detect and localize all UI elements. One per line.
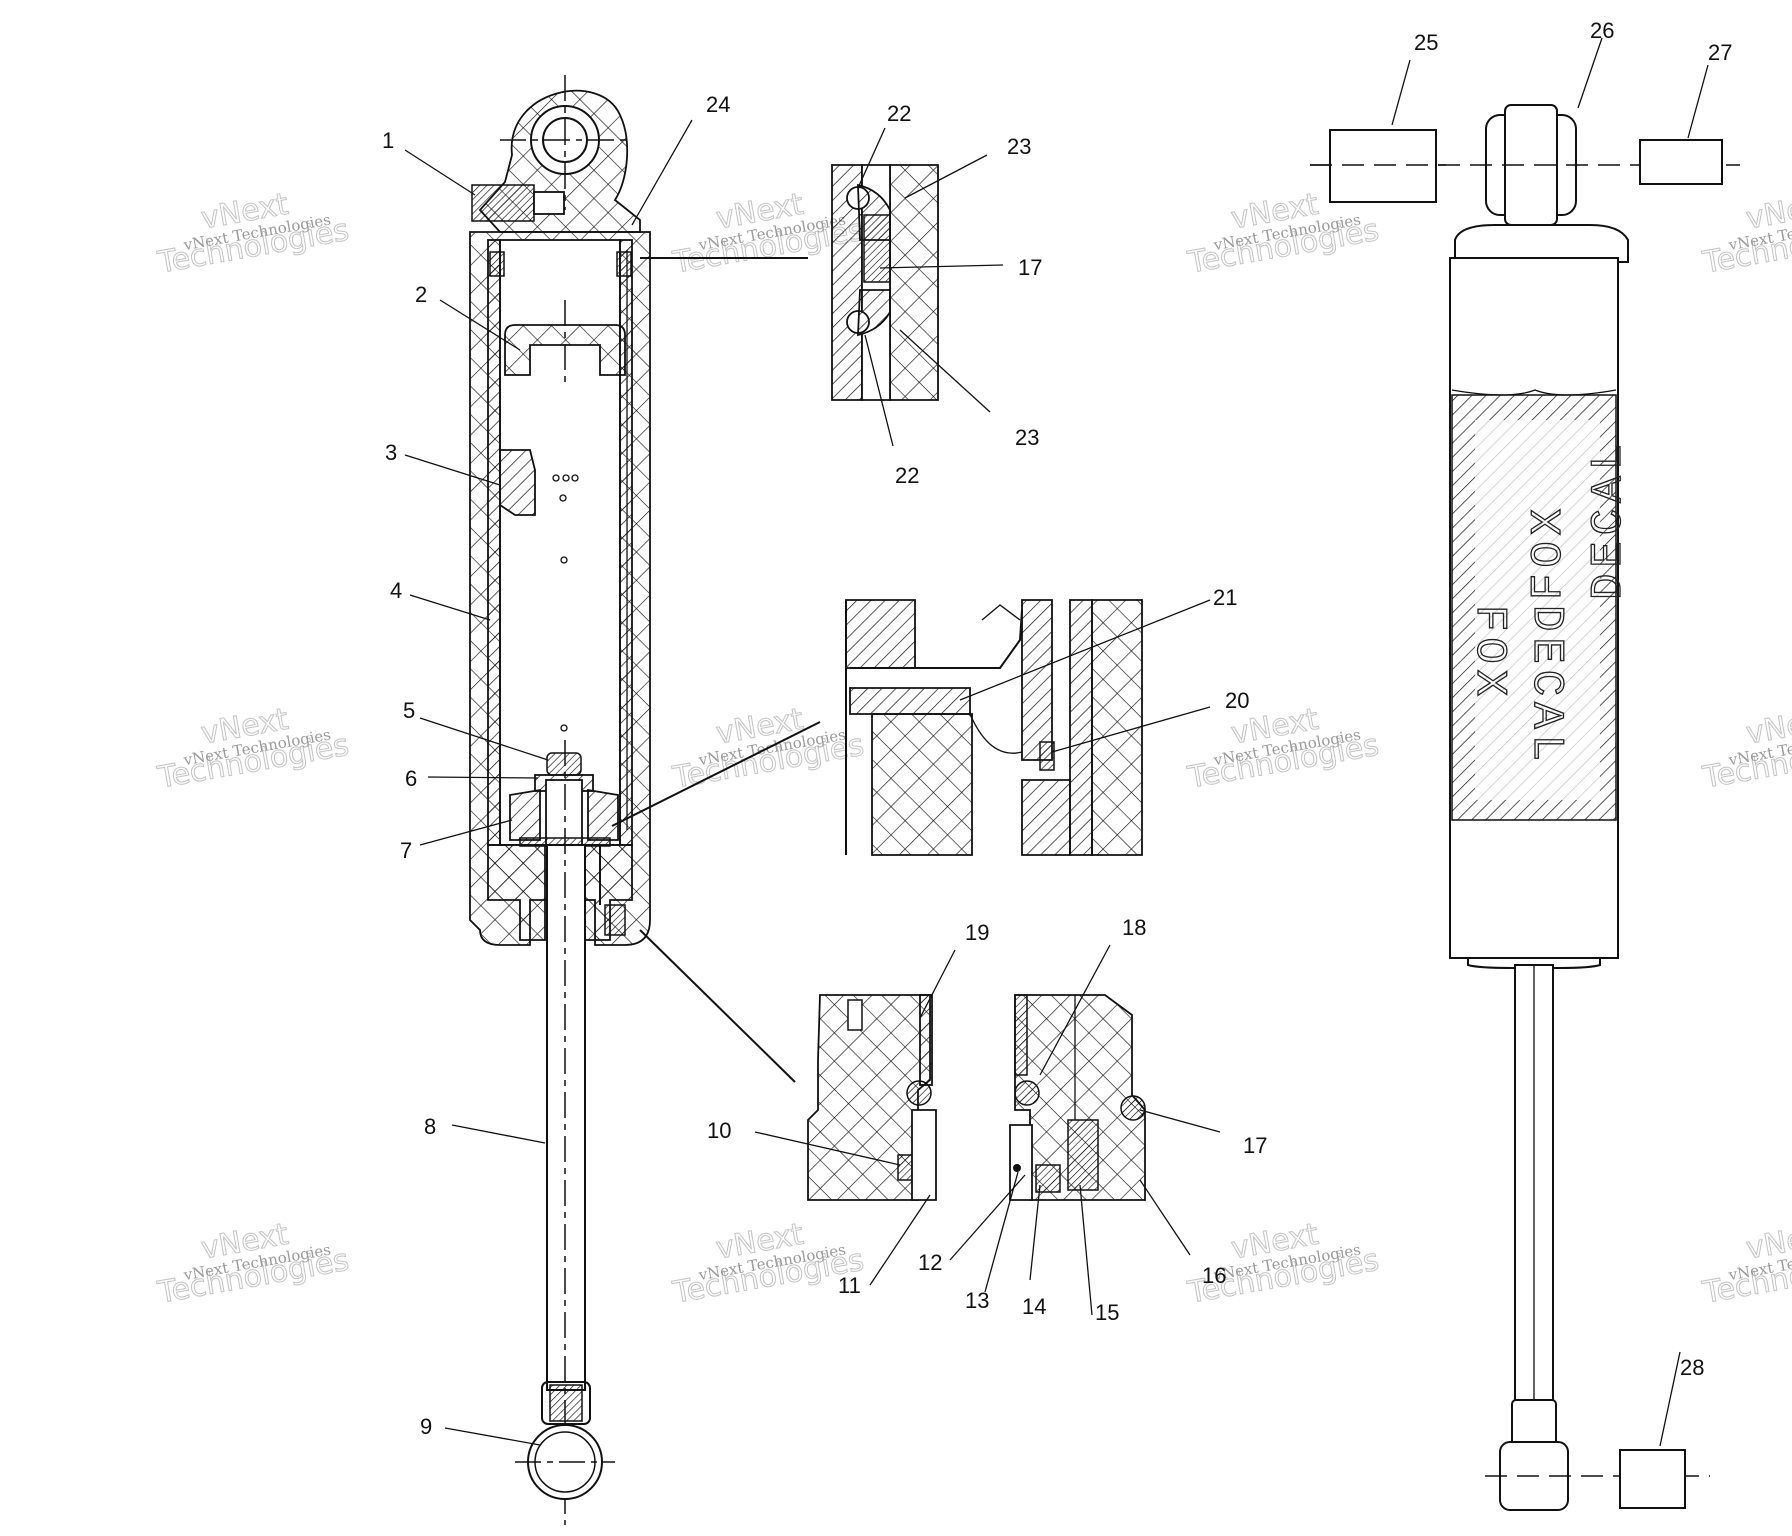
- callout-13: 13: [965, 1288, 989, 1313]
- detail-top-seal: [640, 164, 939, 401]
- callout-14: 14: [1022, 1294, 1046, 1319]
- shaft-thread: [549, 1384, 583, 1422]
- callout-11: 11: [838, 1273, 861, 1298]
- callout-8: 8: [424, 1114, 436, 1139]
- callout-17b: 17: [1243, 1133, 1267, 1158]
- bushing-25: [1329, 129, 1437, 203]
- detail-piston-cutaway: [611, 599, 1143, 856]
- leader-lines: [404, 37, 1709, 1447]
- callout-19: 19: [965, 920, 989, 945]
- callout-6: 6: [405, 766, 417, 791]
- detail-seal-head: [639, 929, 1146, 1201]
- bushing-27: [1639, 139, 1723, 185]
- callout-26: 26: [1590, 18, 1614, 43]
- floating-piston: [504, 324, 626, 376]
- callout-9: 9: [420, 1414, 432, 1439]
- callout-labels: 1 2 3 4 5 6 7 8 9 10 11 12 13 14 15 16 1…: [382, 18, 1732, 1439]
- callout-22b: 22: [895, 463, 919, 488]
- piston-shaft: [546, 844, 586, 1391]
- piston-nut: [546, 752, 582, 776]
- callout-25: 25: [1414, 30, 1438, 55]
- callout-1: 1: [382, 128, 394, 153]
- piston: [509, 788, 619, 841]
- callout-21: 21: [1213, 585, 1237, 610]
- decal-text-upright-1: FOX: [1524, 503, 1574, 600]
- bleed-screw: [471, 184, 535, 222]
- callout-2: 2: [415, 282, 427, 307]
- callout-27: 27: [1708, 40, 1732, 65]
- callout-3: 3: [385, 440, 397, 465]
- callout-12: 12: [918, 1250, 942, 1275]
- callout-17a: 17: [1018, 255, 1042, 280]
- callout-4: 4: [390, 578, 402, 603]
- callout-23b: 23: [1015, 425, 1039, 450]
- decal-text-rotated-1: FOX: [1464, 605, 1514, 702]
- bushing-28: [1619, 1449, 1686, 1509]
- callout-18: 18: [1122, 915, 1146, 940]
- callout-24: 24: [706, 92, 730, 117]
- decal-text-upright-2: DECAL: [1584, 438, 1634, 600]
- callout-10: 10: [707, 1118, 731, 1143]
- callout-22a: 22: [887, 101, 911, 126]
- callout-15: 15: [1095, 1300, 1119, 1325]
- callout-5: 5: [403, 698, 415, 723]
- callout-16: 16: [1202, 1263, 1226, 1288]
- decal-text-rotated-2: DECAL: [1521, 605, 1571, 767]
- callout-7: 7: [400, 838, 412, 863]
- seal-head: [487, 844, 546, 941]
- callout-28: 28: [1680, 1355, 1704, 1380]
- shock-cross-section: [469, 75, 651, 1525]
- callout-20: 20: [1225, 688, 1249, 713]
- port-plug: [499, 449, 536, 516]
- shock-exterior-view: FOX DECAL FOX DECAL: [1310, 104, 1740, 1511]
- callout-23a: 23: [1007, 134, 1031, 159]
